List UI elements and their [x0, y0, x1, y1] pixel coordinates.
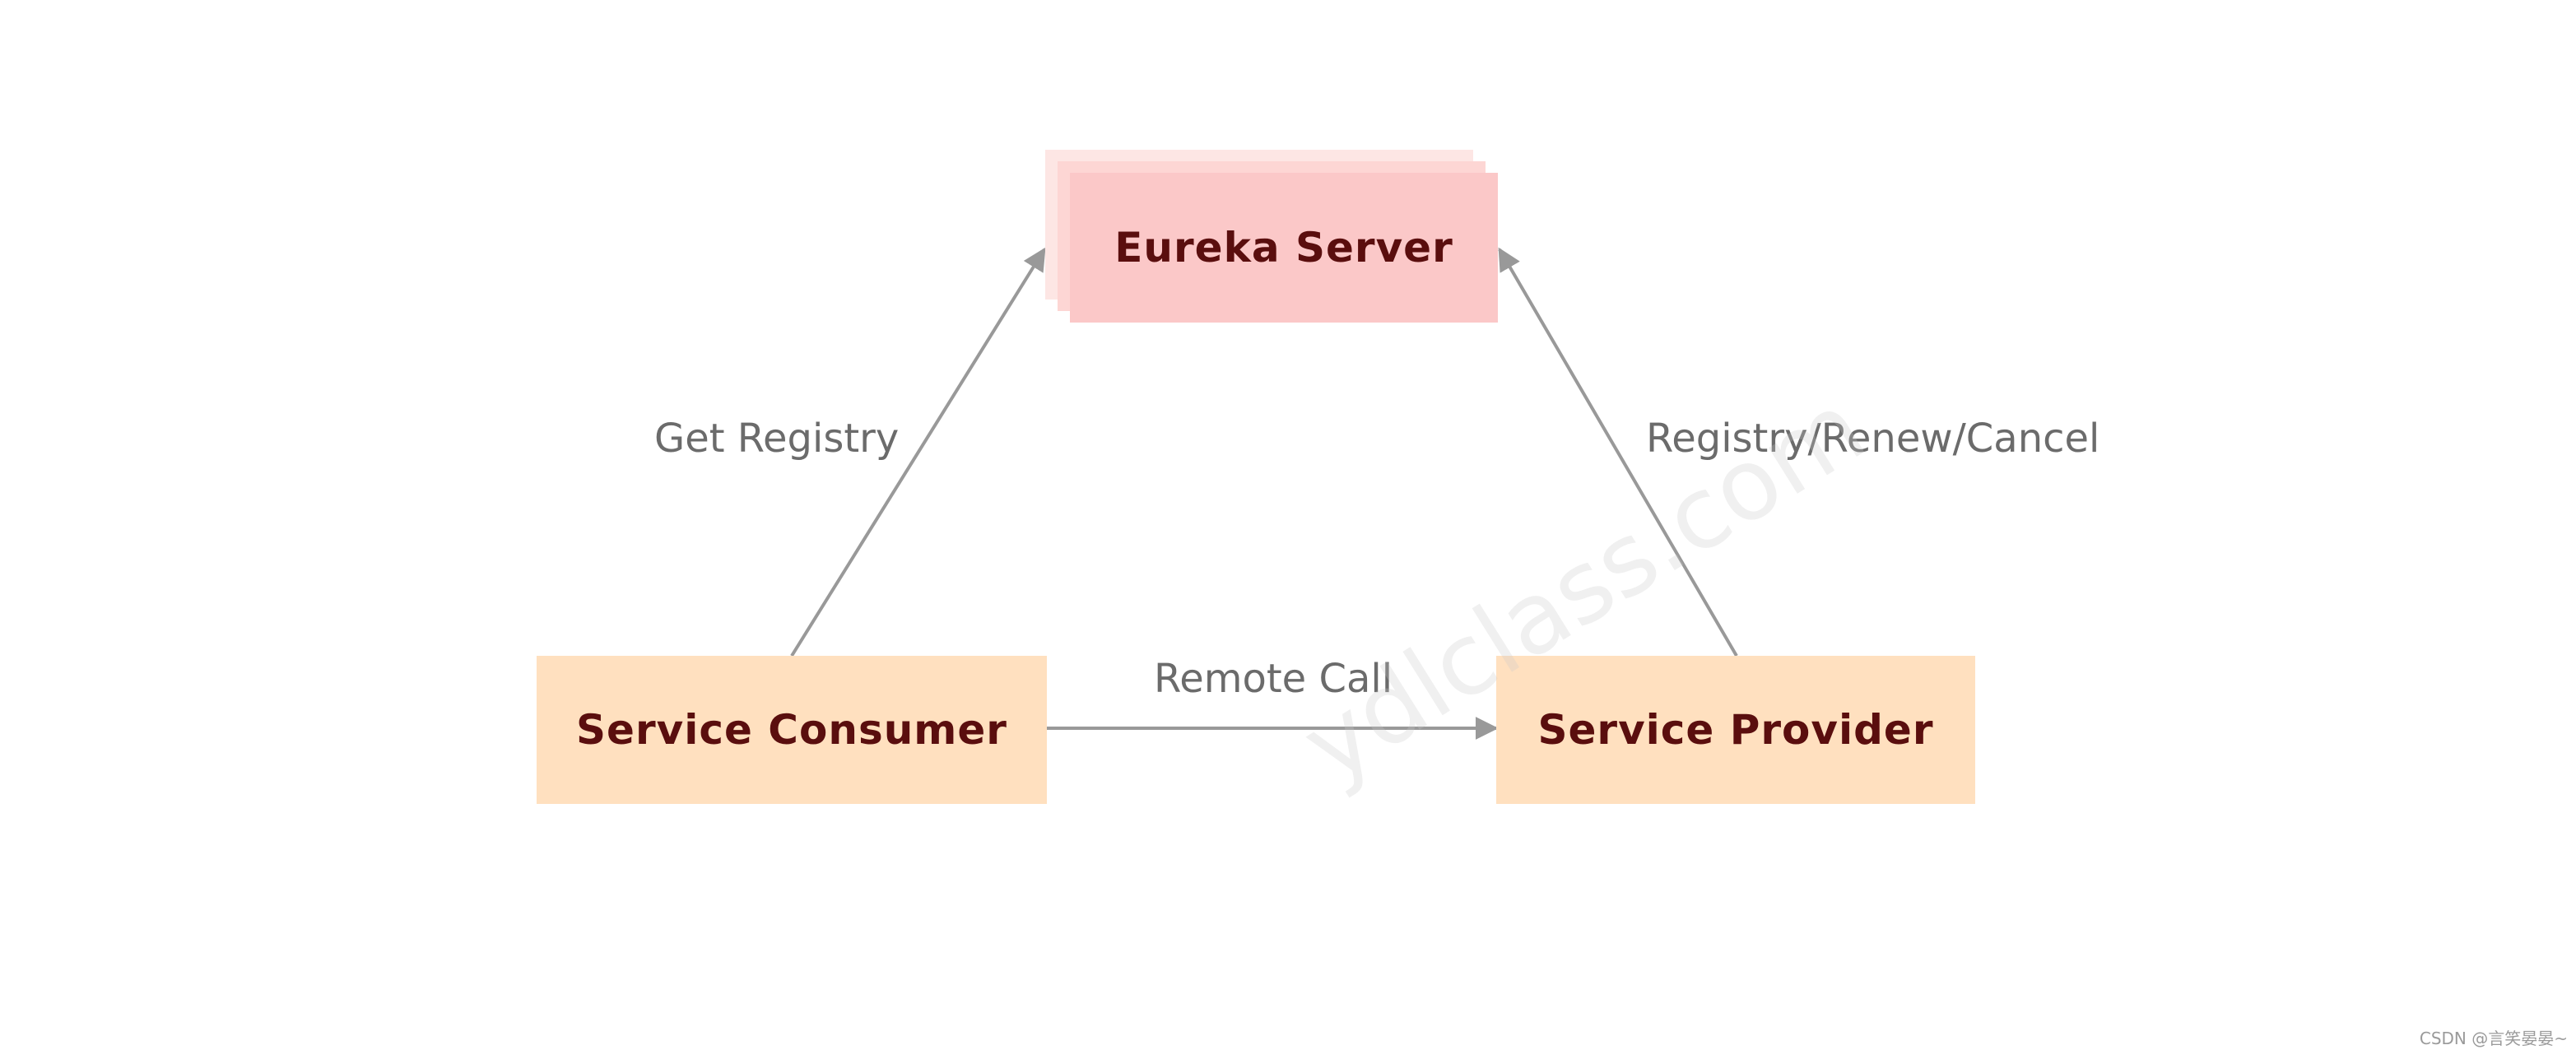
credit-text: CSDN @言笑晏晏~	[2419, 1029, 2568, 1048]
eureka-server-label: Eureka Server	[1114, 224, 1453, 272]
registry-renew-cancel-arrow	[1498, 247, 1738, 657]
service-consumer-node: Service Consumer	[537, 656, 1047, 804]
service-provider-label: Service Provider	[1537, 706, 1934, 754]
registry-renew-cancel-label: Registry/Renew/Cancel	[1646, 416, 2100, 462]
get-registry-label: Get Registry	[654, 416, 900, 462]
service-provider-node: Service Provider	[1496, 656, 1975, 804]
eureka-server-node: Eureka Server	[1070, 173, 1498, 323]
get-registry-arrow	[790, 247, 1046, 657]
service-consumer-label: Service Consumer	[576, 706, 1007, 754]
remote-call-label: Remote Call	[1154, 656, 1393, 702]
